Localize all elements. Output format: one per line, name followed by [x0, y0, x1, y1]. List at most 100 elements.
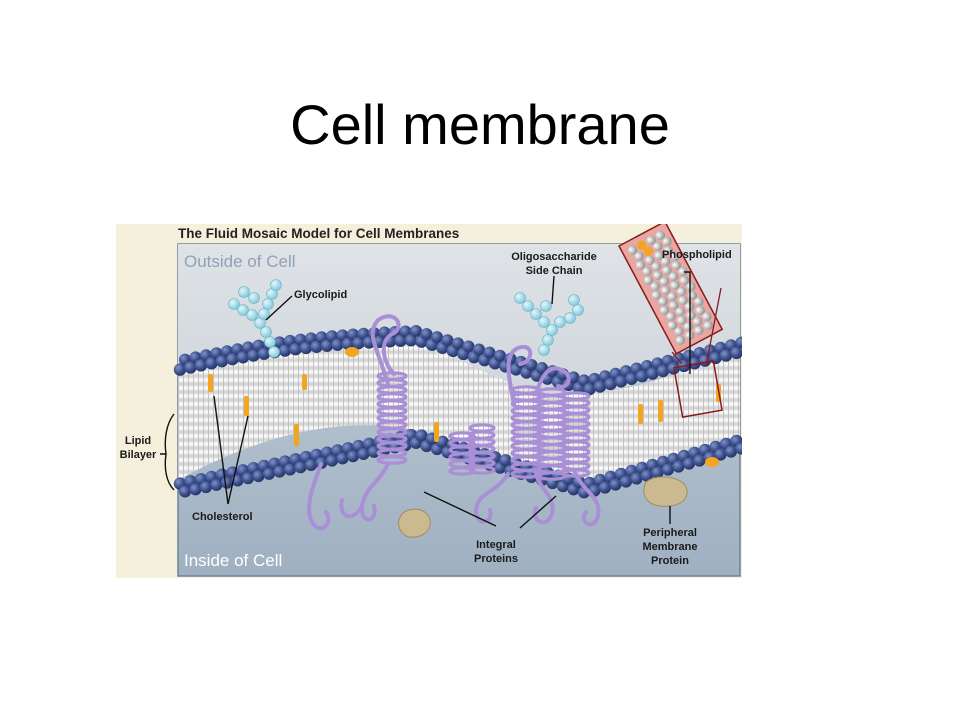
phospholipid-head [278, 344, 292, 357]
phospholipid-head [336, 452, 349, 465]
phospholipid-head [630, 472, 643, 485]
integral-leader [519, 495, 557, 529]
atom [675, 335, 686, 345]
phospholipid-head [294, 461, 307, 474]
phospholipid-head [215, 354, 229, 368]
integral-leader [423, 491, 497, 527]
phospholipid-head [672, 460, 685, 473]
protein-loops [307, 314, 601, 531]
protein-loop [572, 468, 601, 527]
atom [645, 255, 655, 265]
phospholipid-head [299, 341, 313, 355]
cholesterol [244, 396, 249, 416]
phospholipid-head [415, 429, 428, 442]
atom [694, 325, 704, 335]
phospholipid-head [184, 361, 197, 374]
atom [671, 260, 681, 270]
phospholipid-head [189, 483, 202, 496]
atom [702, 311, 712, 322]
atom [659, 276, 669, 286]
oligosaccharide-chain [514, 292, 584, 356]
phospholipid-head [320, 339, 334, 352]
atom [686, 281, 696, 292]
phospholipid-head [247, 349, 260, 362]
phospholipid-head [221, 476, 233, 489]
bilayer-label: Bilayer [120, 449, 157, 461]
protein-helix-turn [468, 465, 496, 475]
cholesterol [658, 400, 663, 422]
lipid-label: Lipid [125, 435, 151, 447]
atom [694, 296, 704, 307]
phospholipid-head [452, 337, 464, 350]
phospholipid-head [410, 325, 422, 337]
phospholipid-head [604, 377, 617, 391]
phospholipid-head [656, 364, 670, 378]
phospholipid-head [179, 485, 191, 498]
cholesterol [434, 422, 439, 442]
lipid-tails [178, 339, 740, 481]
atom [635, 260, 646, 270]
phospholipid-highlight-box [673, 360, 723, 418]
phospholipid-head [341, 337, 355, 351]
phospholipid-head [347, 450, 359, 463]
atom [669, 300, 679, 310]
cholesterol [345, 347, 359, 357]
glycolipid-chain [228, 279, 282, 358]
protein-loop [532, 472, 555, 525]
atom [666, 311, 676, 321]
phospholipid-head [305, 459, 317, 472]
atom [695, 305, 705, 315]
phospholipid-head [462, 340, 475, 353]
leader-lines [160, 271, 691, 529]
atom [670, 280, 680, 290]
atom [677, 315, 687, 325]
phospholipid-head [236, 351, 250, 364]
atom [675, 306, 685, 316]
protein-helix-turn [376, 455, 408, 465]
phospholipid-head [646, 367, 659, 380]
phospholipid-head [593, 380, 607, 393]
inside-of-cell-label: Inside of Cell [184, 551, 282, 570]
protein-loop [339, 462, 390, 522]
phospholipid-head [273, 465, 286, 478]
fluid-mosaic-diagram: The Fluid Mosaic Model for Cell Membrane… [116, 224, 742, 578]
atom [653, 270, 663, 280]
phospholipid-head [441, 334, 454, 347]
atom [650, 281, 660, 291]
atom [663, 245, 673, 255]
atom [679, 275, 689, 285]
phospholipid-head [499, 454, 512, 467]
phospholipid-head [620, 475, 632, 488]
protein-loop [534, 366, 571, 396]
glycolipid-label: Glycolipid [294, 289, 347, 301]
peripheral-label: Peripheral [643, 527, 697, 539]
phospholipid-head [719, 349, 733, 362]
protein-loop [473, 472, 510, 524]
atom [651, 261, 662, 271]
phospholipid-head [310, 340, 323, 353]
phospholipid-head [494, 349, 506, 362]
atom [678, 295, 688, 305]
phospholipid-head [420, 328, 433, 341]
phospholipid-head [352, 336, 365, 350]
phospholipid-head [609, 478, 622, 491]
protein-loop [370, 314, 401, 386]
phospholipid-head [614, 375, 628, 388]
oligosaccharide-leader [551, 275, 555, 305]
atom [678, 266, 688, 277]
atom [686, 310, 696, 320]
phospholipid-enlargement [617, 224, 724, 355]
cholesterol-label: Cholesterol [192, 511, 253, 523]
atom [661, 285, 671, 295]
atom [627, 245, 638, 255]
phospholipid-head [641, 469, 653, 482]
atom [669, 271, 679, 281]
outside-of-cell-label: Outside of Cell [184, 252, 296, 271]
cholesterol [705, 457, 719, 467]
phospholipid-head [536, 362, 548, 375]
phospholipid-head [263, 467, 275, 480]
cholesterol-molecules [208, 347, 721, 467]
phospholipid-head [436, 435, 449, 448]
peripheral-protein [643, 476, 688, 507]
phospholipid-head [284, 463, 296, 476]
